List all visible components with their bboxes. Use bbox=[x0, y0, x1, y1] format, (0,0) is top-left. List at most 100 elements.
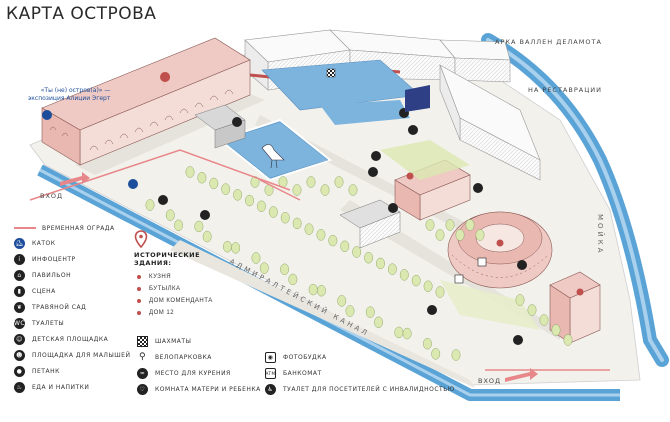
legend-item: ♡КОМНАТА МАТЕРИ И РЕБЕНКА bbox=[137, 383, 261, 395]
accessible-toilet-icon: ♿ bbox=[265, 383, 276, 395]
legend-item: ⛸КАТОК bbox=[14, 237, 56, 249]
info-icon: i bbox=[14, 253, 25, 265]
tree bbox=[475, 229, 485, 241]
entrance-arrow-right bbox=[505, 368, 538, 382]
map-pin-smithy bbox=[160, 72, 171, 92]
tree bbox=[320, 184, 330, 196]
tree bbox=[387, 263, 397, 275]
legend-item: ⚲ВЕЛОПАРКОВКА bbox=[137, 351, 212, 363]
tree bbox=[308, 283, 318, 296]
historic-building-bottle bbox=[447, 211, 553, 289]
tree bbox=[435, 286, 445, 298]
tree bbox=[209, 177, 219, 190]
historic-dot-icon bbox=[137, 311, 141, 315]
pavilion-icon: ⌂ bbox=[14, 269, 25, 281]
tree bbox=[348, 184, 358, 196]
entrance-arrow-left bbox=[60, 172, 90, 186]
tree bbox=[465, 219, 475, 231]
atm-icon: ATM bbox=[265, 367, 276, 379]
photo-booth-icon: ◉ bbox=[265, 351, 276, 363]
tree bbox=[288, 273, 298, 286]
tree bbox=[292, 184, 302, 196]
legend-label: ФОТОБУДКА bbox=[283, 353, 327, 361]
historic-building-label: КУЗНЯ bbox=[149, 274, 172, 280]
label-entrance-left: ВХОД bbox=[40, 192, 64, 200]
historic-pin-icon bbox=[134, 230, 148, 248]
herb-garden-icon: ❦ bbox=[14, 301, 25, 313]
tree bbox=[231, 242, 241, 254]
legend-label: ТУАЛЕТЫ bbox=[32, 319, 65, 327]
tree bbox=[202, 230, 212, 243]
tree bbox=[515, 294, 525, 306]
temporary-fence-icon bbox=[14, 227, 36, 229]
tree bbox=[423, 280, 433, 293]
historic-buildings-title: ИСТОРИЧЕСКИЕ ЗДАНИЯ: bbox=[134, 251, 200, 267]
playground-icon: ☺ bbox=[14, 333, 25, 345]
tree bbox=[233, 189, 243, 201]
map-icons bbox=[128, 68, 527, 345]
mother-child-room-icon: ♡ bbox=[137, 383, 148, 395]
skate-icon: ⛸ bbox=[14, 237, 25, 249]
historic-building-item: ДОМ КОМЕНДАНТА bbox=[137, 298, 213, 304]
legend-label: ЕДА И НАПИТКИ bbox=[32, 383, 90, 391]
legend-label: БАНКОМАТ bbox=[283, 369, 322, 377]
legend-label: ПЛОЩАДКА ДЛЯ МАЛЫШЕЙ bbox=[32, 351, 131, 359]
label-arch: АРКА ВАЛЛЕН ДЕЛАМОТА bbox=[495, 38, 602, 46]
legend-label: ШАХМАТЫ bbox=[155, 337, 192, 345]
tree bbox=[174, 219, 184, 232]
tree bbox=[337, 295, 347, 307]
tree bbox=[539, 314, 549, 326]
legend-item: ATM БАНКОМАТ bbox=[265, 367, 322, 379]
legend-label: ДЕТСКАЯ ПЛОЩАДКА bbox=[32, 335, 109, 343]
map-pin-bottle bbox=[496, 239, 504, 247]
tree bbox=[259, 262, 269, 274]
tree bbox=[345, 305, 355, 317]
label-exposition: «Ты (не) остров(а)» — экспозиция Алиции … bbox=[28, 87, 110, 103]
tree bbox=[306, 176, 316, 188]
tree bbox=[165, 209, 175, 221]
stage-icon: ▮ bbox=[14, 285, 25, 297]
map-pin-commandant bbox=[406, 172, 414, 180]
historic-building-smithy bbox=[41, 37, 251, 166]
historic-building-label: ДОМ 12 bbox=[149, 310, 175, 316]
tree bbox=[364, 251, 374, 264]
label-restoration: НА РЕСТАВРАЦИИ bbox=[528, 86, 602, 94]
page-title: КАРТА ОСТРОВА bbox=[6, 4, 157, 24]
tree bbox=[334, 176, 344, 188]
legend-label: ТУАЛЕТ ДЛЯ ПОСЕТИТЕЛЕЙ С ИНВАЛИДНОСТЬЮ bbox=[283, 385, 455, 393]
label-entrance-right: ВХОД bbox=[478, 377, 502, 385]
temporary-fence bbox=[29, 149, 291, 201]
tree bbox=[328, 234, 338, 247]
historic-dot-icon bbox=[137, 287, 141, 291]
legend-item: ♿ ТУАЛЕТ ДЛЯ ПОСЕТИТЕЛЕЙ С ИНВАЛИДНОСТЬЮ bbox=[265, 383, 455, 395]
legend-item: ≈МЕСТО ДЛЯ КУРЕНИЯ bbox=[137, 367, 231, 379]
legend-label: СЦЕНА bbox=[32, 287, 56, 295]
tree bbox=[197, 171, 207, 184]
tree bbox=[251, 252, 261, 264]
historic-dot-icon bbox=[137, 275, 141, 279]
tree bbox=[431, 348, 441, 360]
legend-item: ❦ ТРАВЯНОЙ САД bbox=[14, 301, 86, 313]
legend-label: ИНФОЦЕНТР bbox=[32, 255, 76, 263]
legend-label: ТРАВЯНОЙ САД bbox=[32, 303, 87, 311]
tree bbox=[551, 324, 561, 336]
tree bbox=[411, 274, 421, 287]
historic-building-item: ДОМ 12 bbox=[137, 310, 174, 316]
tree bbox=[399, 269, 409, 281]
legend-label: МЕСТО ДЛЯ КУРЕНИЯ bbox=[155, 369, 231, 377]
legend-item: ♨ЕДА И НАПИТКИ bbox=[14, 381, 89, 393]
tree bbox=[451, 349, 461, 361]
exposition-marker bbox=[42, 110, 52, 120]
legend-item: ▮ СЦЕНА bbox=[14, 285, 56, 297]
tree bbox=[256, 200, 266, 213]
petanque-icon: ● bbox=[14, 365, 25, 377]
top-buildings bbox=[244, 29, 541, 181]
legend-item: i ИНФОЦЕНТР bbox=[14, 253, 76, 265]
legend-label: ПЕТАНК bbox=[32, 367, 60, 375]
tree bbox=[365, 306, 375, 318]
tree bbox=[304, 223, 314, 235]
label-exposition-line2: экспозиция Алиции Эгерт bbox=[28, 95, 111, 102]
legend-label: ВЕЛОПАРКОВКА bbox=[155, 353, 212, 361]
